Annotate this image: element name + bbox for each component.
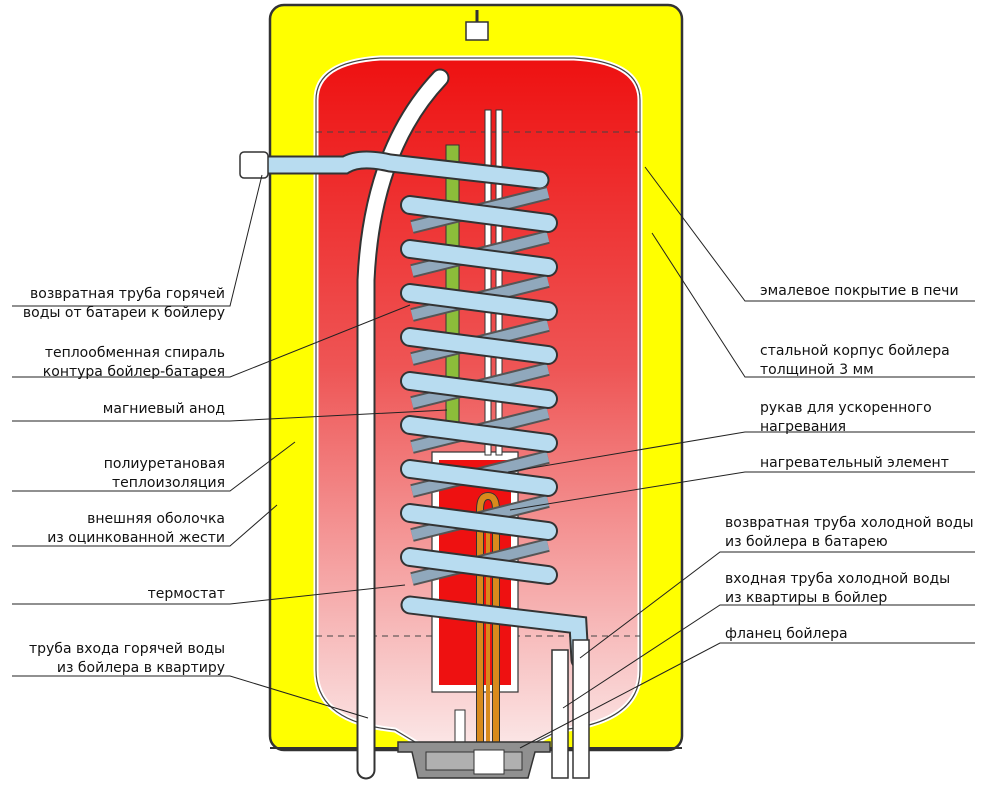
label-line: воды от батареи к бойлеру xyxy=(22,305,225,321)
label-boiler-flange: фланец бойлера xyxy=(725,625,848,644)
label-hot-water-outlet-pipe: труба входа горячей воды из бойлера в кв… xyxy=(29,640,225,678)
label-return-hot-pipe: возвратная труба горячей воды от батареи… xyxy=(23,285,225,323)
label-line: из оцинкованной жести xyxy=(47,530,225,546)
return-hot-pipe-inlet xyxy=(239,151,269,179)
label-line: толщиной 3 мм xyxy=(760,362,874,378)
top-fitting xyxy=(465,21,489,41)
leader-lines xyxy=(12,166,975,749)
label-line: теплоизоляция xyxy=(112,475,225,491)
label-line: нагревания xyxy=(760,419,847,435)
label-steel-body: стальной корпус бойлера толщиной 3 мм xyxy=(760,342,950,380)
label-line: нагревательный элемент xyxy=(760,455,949,471)
label-line: контура бойлер-батарея xyxy=(42,364,225,380)
label-line: фланец бойлера xyxy=(725,626,848,642)
label-polyurethane-insulation: полиуретановая теплоизоляция xyxy=(104,455,225,493)
label-line: рукав для ускоренного xyxy=(760,400,932,416)
label-fast-heating-sleeve: рукав для ускоренного нагревания xyxy=(760,399,932,437)
label-thermostat: термостат xyxy=(148,585,225,604)
label-enamel-coating: эмалевое покрытие в печи xyxy=(760,282,959,301)
label-line: труба входа горячей воды xyxy=(28,641,225,657)
sleeve-rod-left xyxy=(484,109,492,456)
label-line: стальной корпус бойлера xyxy=(760,343,950,359)
label-line: внешняя оболочка xyxy=(87,511,225,527)
cold-return-pipe xyxy=(551,649,569,779)
label-line: полиуретановая xyxy=(103,456,225,472)
label-line: возвратная труба горячей xyxy=(30,286,225,302)
label-line: из бойлера в батарею xyxy=(725,534,888,550)
heat-exchanger-coil xyxy=(255,150,590,670)
label-heating-element: нагревательный элемент xyxy=(760,454,949,473)
label-line: входная труба холодной воды xyxy=(725,571,951,587)
label-line: термостат xyxy=(147,586,225,602)
label-cold-inlet-pipe: входная труба холодной воды из квартиры … xyxy=(725,570,950,608)
cold-inlet-pipe xyxy=(572,639,590,779)
label-line: эмалевое покрытие в печи xyxy=(760,283,959,299)
label-line: из бойлера в квартиру xyxy=(56,660,225,676)
label-line: магниевый анод xyxy=(102,401,225,417)
label-outer-shell: внешняя оболочка из оцинкованной жести xyxy=(47,510,225,548)
label-line: теплообменная спираль xyxy=(44,345,225,361)
label-heat-exchanger-coil: теплообменная спираль контура бойлер-бат… xyxy=(43,344,225,382)
label-line: возвратная труба холодной воды xyxy=(725,515,974,531)
sleeve-rod-right xyxy=(495,109,503,456)
label-line: из квартиры в бойлер xyxy=(725,590,888,606)
label-cold-return-pipe: возвратная труба холодной воды из бойлер… xyxy=(725,514,974,552)
label-magnesium-anode: магниевый анод xyxy=(103,400,225,419)
